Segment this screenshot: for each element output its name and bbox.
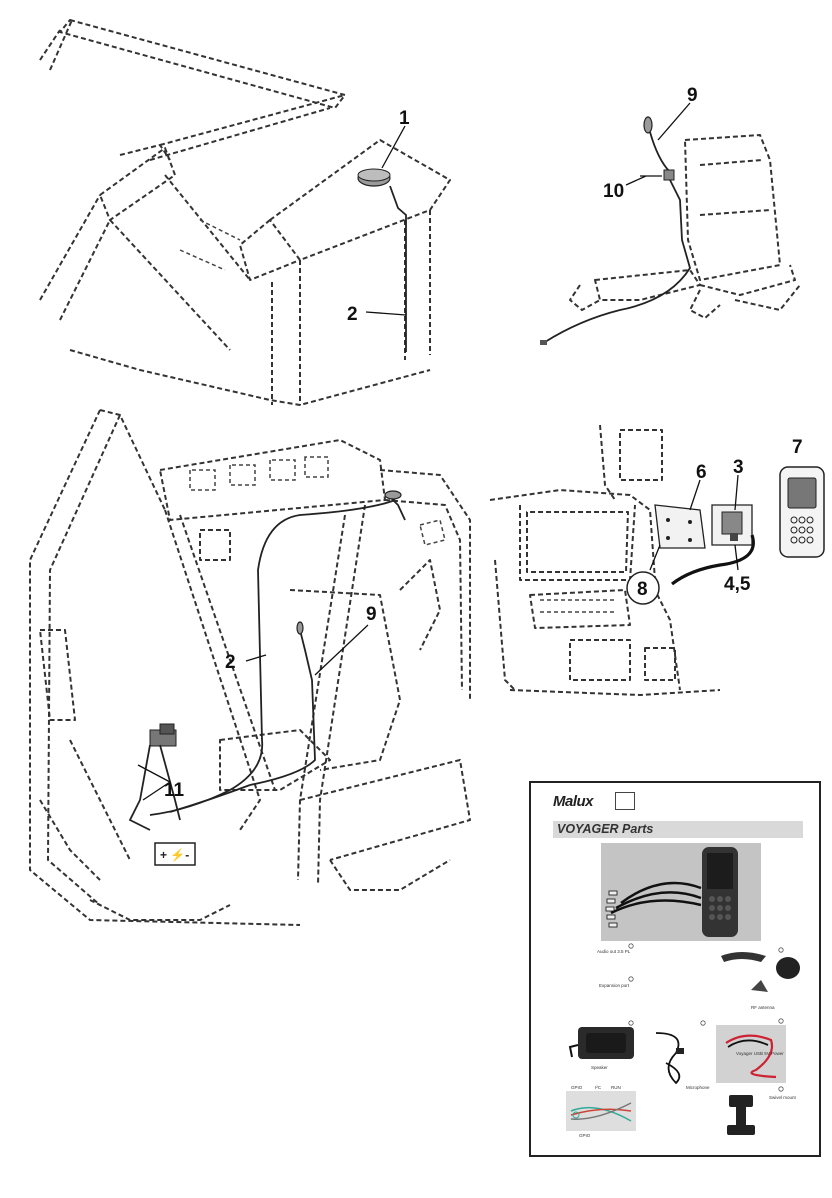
seat-view	[569, 134, 801, 319]
callout-9-seat: 9	[687, 85, 698, 106]
microphone-part-9	[643, 116, 675, 181]
label-gpio: GPIO	[571, 1085, 583, 1090]
callout-circle-8	[626, 571, 660, 605]
callout-3: 3	[733, 457, 744, 478]
microphone-image	[655, 1032, 684, 1085]
svg-text:+ ⚡-: + ⚡-	[160, 848, 189, 862]
callout-4-5: 4,5	[724, 574, 751, 595]
callout-2-cab: 2	[225, 652, 236, 673]
label-power: Voyager USB 5V Power	[736, 1051, 784, 1056]
item-markers	[628, 943, 784, 1092]
label-rf-antenna: RF antenna	[751, 1005, 775, 1010]
cradle-cable	[671, 534, 755, 586]
label-i2c: I²C	[595, 1085, 601, 1090]
title-bar	[553, 821, 803, 838]
callout-7: 7	[792, 437, 803, 458]
callout-6: 6	[696, 462, 707, 483]
callout-9-cab: 9	[366, 604, 377, 625]
label-run: RUN	[611, 1085, 621, 1090]
sheet-title: VOYAGER Parts	[557, 822, 654, 836]
callout-10: 10	[603, 181, 624, 202]
parts-photo	[601, 843, 761, 941]
callout-1: 1	[399, 108, 410, 129]
brand-logo-icon	[615, 792, 635, 810]
battery: + ⚡-	[154, 842, 196, 866]
power-connector-11	[149, 723, 177, 747]
antenna-part-1	[357, 168, 391, 187]
antenna-cable-2	[389, 185, 407, 352]
label-audio-out: Audio out 3.5 PL	[597, 949, 631, 954]
label-microphone: Microphone	[686, 1085, 710, 1090]
microphone-cable-cab	[169, 629, 316, 813]
label-expansion-port: Expansion port	[599, 983, 630, 988]
callout-11: 11	[164, 780, 185, 801]
speaker-image	[568, 1027, 634, 1059]
dashboard-view	[489, 424, 721, 696]
parts-sheet: Malux VOYAGER Parts Audio out 3.5 PL Exp…	[529, 781, 821, 1157]
label-swivel-mount: Swivel mount	[769, 1095, 796, 1100]
callout-8: 8	[637, 579, 648, 600]
microphone-cable	[544, 179, 691, 343]
swivel-mount-image	[727, 1095, 755, 1135]
handheld-display-7	[779, 466, 825, 558]
power-cable-image	[716, 1025, 786, 1083]
mount-bracket-6	[654, 504, 706, 549]
cab-interior-view	[29, 409, 471, 926]
cradle-part-3	[711, 504, 753, 546]
brand-name: Malux	[553, 793, 594, 810]
label-speaker: Speaker	[591, 1065, 608, 1070]
label-gpio-bottom: GPIO	[579, 1133, 591, 1138]
cab-roof-view	[39, 19, 451, 406]
gpio-wires-image	[566, 1091, 636, 1131]
rf-antenna-image	[721, 952, 800, 992]
callout-2-roof: 2	[347, 304, 358, 325]
